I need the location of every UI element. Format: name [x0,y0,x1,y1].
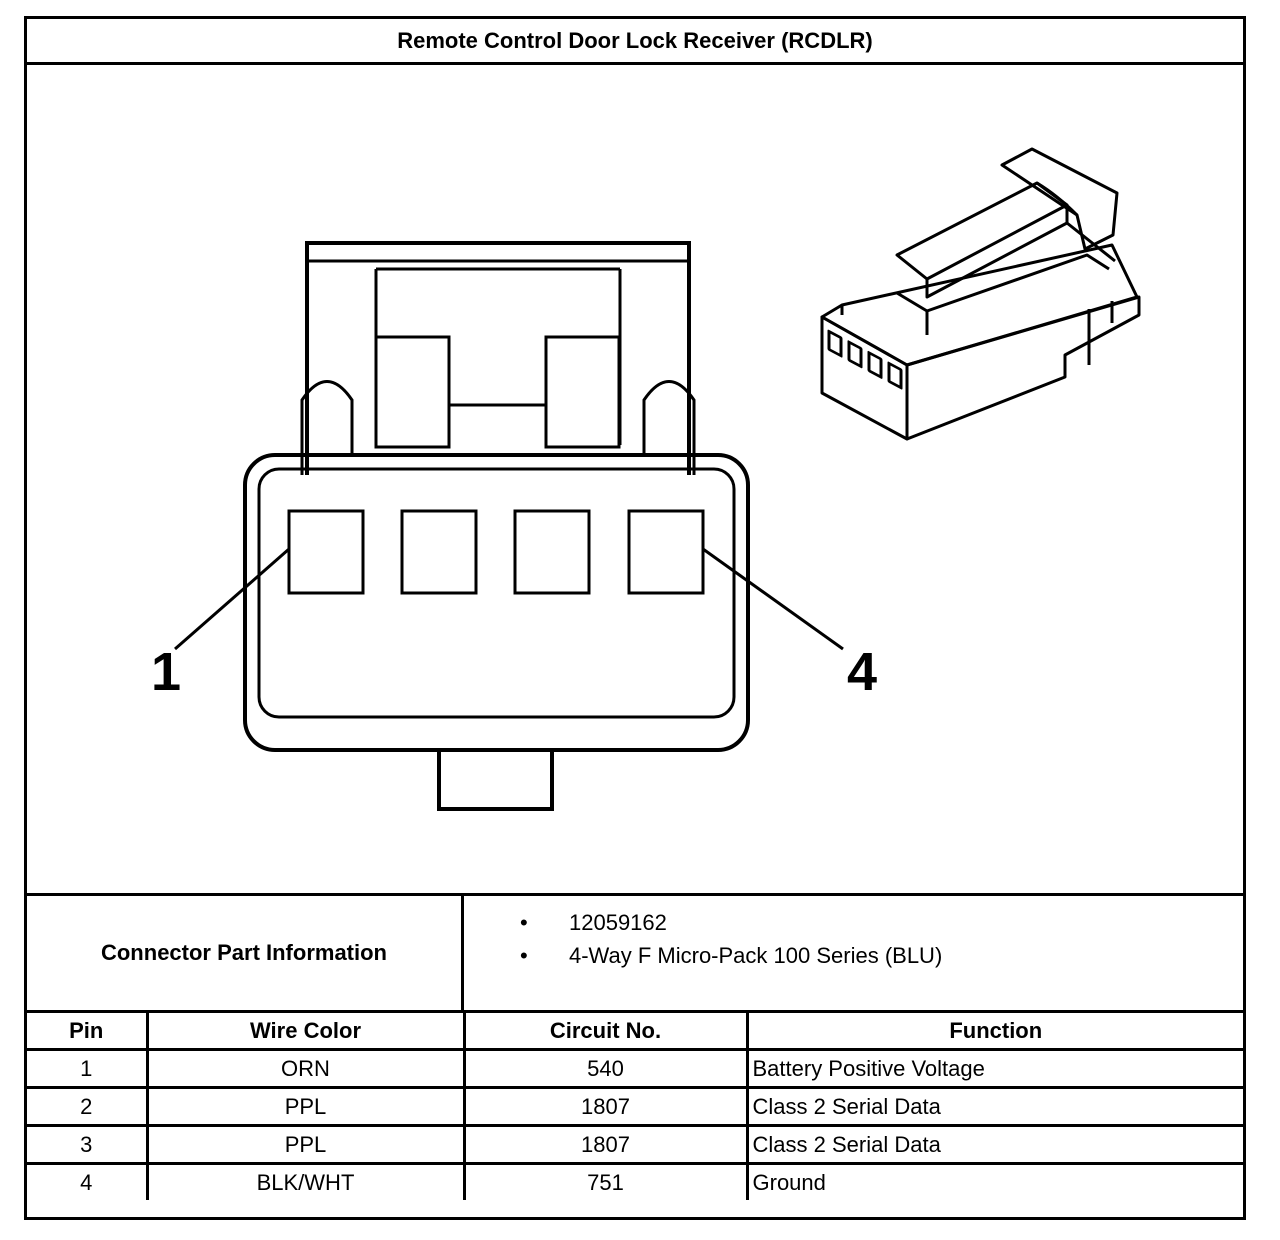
connector-body-inner [257,467,736,719]
iso-ribs [1066,221,1116,365]
connector-sheet: Remote Control Door Lock Receiver (RCDLR… [24,16,1246,1220]
pin-cavity-4 [627,509,705,595]
part-info-item: • 12059162 [464,906,1243,939]
table-row: 1 ORN 540 Battery Positive Voltage [27,1048,1243,1089]
cell-function: Class 2 Serial Data [745,1124,1243,1165]
cell-circuit: 540 [462,1048,749,1089]
pin-callout-1: 1 [151,642,181,702]
cell-function: Ground [745,1162,1243,1200]
polarizing-key [437,750,554,811]
cell-wire-color: PPL [145,1086,466,1127]
cell-pin: 1 [27,1048,149,1089]
connector-part-information: Connector Part Information • 12059162 • … [27,893,1243,1013]
cell-pin: 4 [27,1162,149,1200]
iso-latch-hinge [1036,181,1079,217]
part-info-label: Connector Part Information [27,896,464,1010]
iso-cavity-1 [827,329,843,358]
latch-housing [305,241,691,475]
cell-wire-color: ORN [145,1048,466,1089]
col-header-circuit: Circuit No. [462,1013,749,1051]
part-info-item: • 4-Way F Micro-Pack 100 Series (BLU) [464,939,1243,972]
col-header-pin: Pin [27,1013,149,1051]
table-row: 4 BLK/WHT 751 Ground [27,1162,1243,1200]
connector-drawing-area: 1 4 [27,65,1243,893]
ear-left [300,380,354,475]
bullet-icon: • [520,943,528,968]
page-title: Remote Control Door Lock Receiver (RCDLR… [27,19,1243,65]
cell-pin: 3 [27,1124,149,1165]
lock-tab-right [544,335,621,449]
bullet-icon: • [520,910,528,935]
cell-pin: 2 [27,1086,149,1127]
pinout-table: Pin Wire Color Circuit No. Function 1 OR… [27,1013,1243,1200]
pin-cavity-1 [287,509,365,595]
cell-wire-color: BLK/WHT [145,1162,466,1200]
col-header-function: Function [745,1013,1243,1051]
iso-cavity-3 [867,351,883,379]
iso-right-side [906,295,1141,441]
iso-cavity-4 [887,361,903,390]
pin-cavity-3 [513,509,591,595]
col-header-wire-color: Wire Color [145,1013,466,1051]
connector-face-view [174,241,844,811]
part-number: 12059162 [569,910,667,935]
connector-description: 4-Way F Micro-Pack 100 Series (BLU) [569,943,943,968]
ear-right [642,380,696,475]
connector-body-outer [243,453,750,752]
cell-circuit: 1807 [462,1086,749,1127]
cell-circuit: 751 [462,1162,749,1200]
cell-circuit: 1807 [462,1124,749,1165]
iso-cavity-2 [847,340,863,369]
connector-drawing: 1 4 [151,147,1141,811]
part-info-list: • 12059162 • 4-Way F Micro-Pack 100 Seri… [464,896,1243,1020]
iso-top-block [840,253,1110,335]
iso-top-face [820,243,1139,367]
cell-function: Class 2 Serial Data [745,1086,1243,1127]
cell-function: Battery Positive Voltage [745,1048,1243,1089]
connector-isometric-view [820,147,1141,441]
leader-line-pin-4 [702,547,844,651]
table-row: 3 PPL 1807 Class 2 Serial Data [27,1124,1243,1165]
table-header-row: Pin Wire Color Circuit No. Function [27,1013,1243,1051]
pin-callout-4: 4 [847,642,877,702]
iso-latch [895,181,1069,299]
title-text: Remote Control Door Lock Receiver (RCDLR… [397,27,873,53]
pin-cavity-2 [400,509,478,595]
lock-tab-left [374,335,451,449]
cell-wire-color: PPL [145,1124,466,1165]
leader-line-pin-1 [174,547,290,651]
table-row: 2 PPL 1807 Class 2 Serial Data [27,1086,1243,1127]
